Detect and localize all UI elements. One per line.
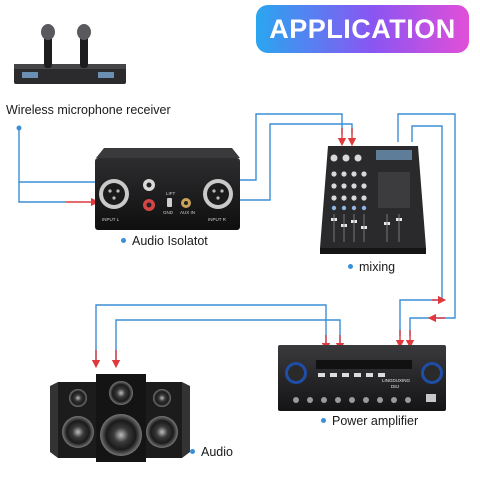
speakers-label: Audio [190, 445, 233, 459]
amplifier-label-dot [321, 418, 326, 423]
audio-isolator-illustration: INPUT L INPUT R LIFT GND AUX IN [95, 148, 240, 230]
isolator-label-dot [121, 238, 126, 243]
wire-receiver-to-isolator [17, 126, 96, 203]
amplifier-model-text: D8J [391, 384, 399, 389]
isolator-aux-label: AUX IN [180, 210, 195, 215]
receiver-label: Wireless microphone receiver [6, 103, 171, 117]
isolator-input-right-label: INPUT R [208, 217, 227, 222]
mixer-label-dot [348, 264, 353, 269]
isolator-input-left-label: INPUT L [102, 217, 120, 222]
amplifier-illustration: LINGDUXING D8J [278, 345, 446, 411]
wireless-receiver-illustration [14, 24, 126, 84]
mixer-illustration [320, 146, 426, 254]
isolator-gnd-label: GND [163, 210, 174, 215]
amplifier-label: Power amplifier [321, 414, 418, 428]
isolator-lift-label: LIFT [166, 191, 176, 196]
speakers-label-dot [190, 449, 195, 454]
amplifier-brand-text: LINGDUXING [382, 378, 411, 383]
isolator-label: Audio Isolatot [121, 234, 208, 248]
speakers-illustration [50, 374, 190, 462]
mixer-label: mixing [348, 260, 395, 274]
